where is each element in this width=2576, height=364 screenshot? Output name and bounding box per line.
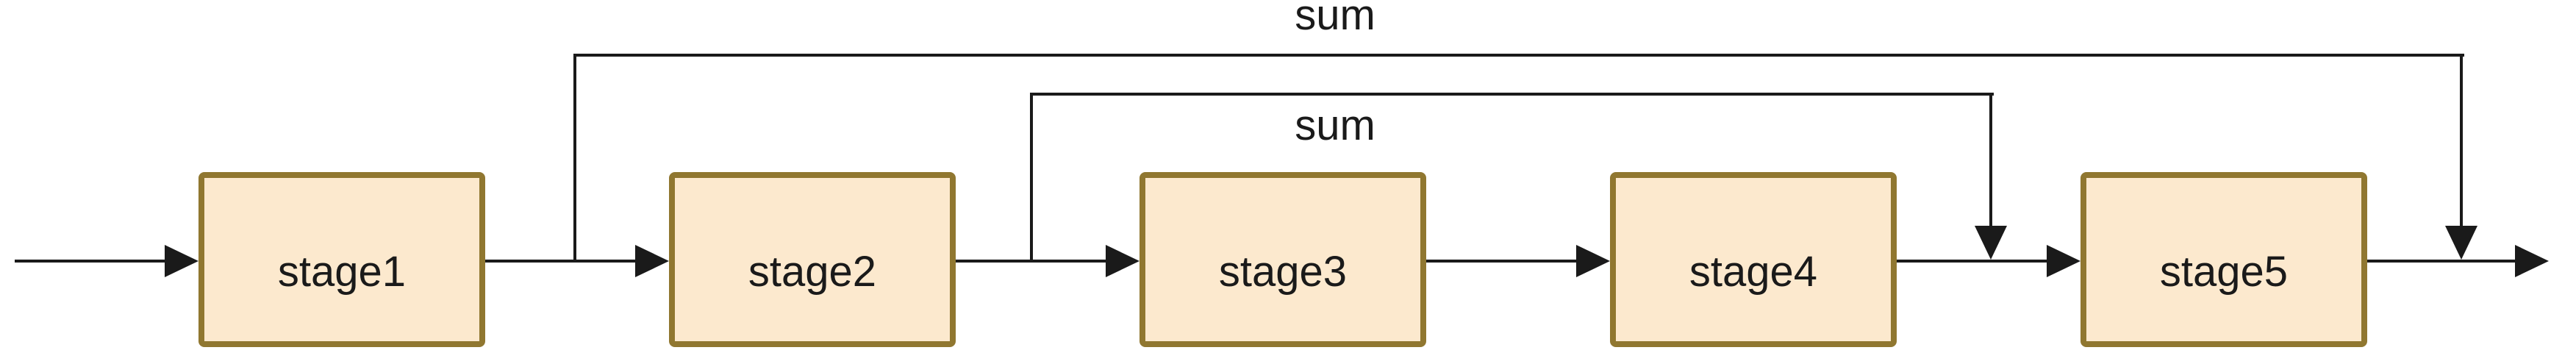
stage5-label: stage5	[2159, 248, 2289, 296]
skip2-top-line	[1030, 93, 1994, 96]
stage1-label: stage1	[277, 248, 407, 296]
skip1-arrowhead-down-icon	[2445, 226, 2477, 260]
edge-stage2-stage3-line	[956, 260, 1109, 263]
skip1-drop-vertical-line	[2460, 55, 2463, 227]
stage2-box: stage2	[669, 172, 956, 347]
skip1-top-line	[573, 54, 2464, 57]
skip1-branch-vertical-line	[573, 55, 576, 261]
edge-stage4-stage5-line	[1897, 260, 2050, 263]
edge-stage3-stage4-arrowhead-icon	[1576, 245, 1610, 277]
stage5-box: stage5	[2081, 172, 2367, 347]
stage2-label: stage2	[748, 248, 877, 296]
edge-stage1-stage2-arrowhead-icon	[635, 245, 669, 277]
stage3-box: stage3	[1139, 172, 1426, 347]
stage1-box: stage1	[198, 172, 485, 347]
edge-stage1-stage2-line	[485, 260, 638, 263]
stage3-label: stage3	[1218, 248, 1348, 296]
skip1-sum-label: sum	[1295, 0, 1375, 39]
skip2-arrowhead-down-icon	[1975, 226, 2007, 260]
edge-input-line	[15, 260, 166, 263]
stage4-box: stage4	[1610, 172, 1897, 347]
edge-output-line	[2367, 260, 2516, 263]
edge-output-arrowhead-icon	[2515, 245, 2549, 277]
edge-stage3-stage4-line	[1426, 260, 1579, 263]
edge-input-arrowhead-icon	[165, 245, 198, 277]
skip2-drop-vertical-line	[1989, 94, 1992, 227]
edge-stage4-stage5-arrowhead-icon	[2047, 245, 2081, 277]
edge-stage2-stage3-arrowhead-icon	[1106, 245, 1139, 277]
stage4-label: stage4	[1689, 248, 1818, 296]
skip2-sum-label: sum	[1295, 101, 1375, 149]
skip2-branch-vertical-line	[1030, 94, 1033, 261]
